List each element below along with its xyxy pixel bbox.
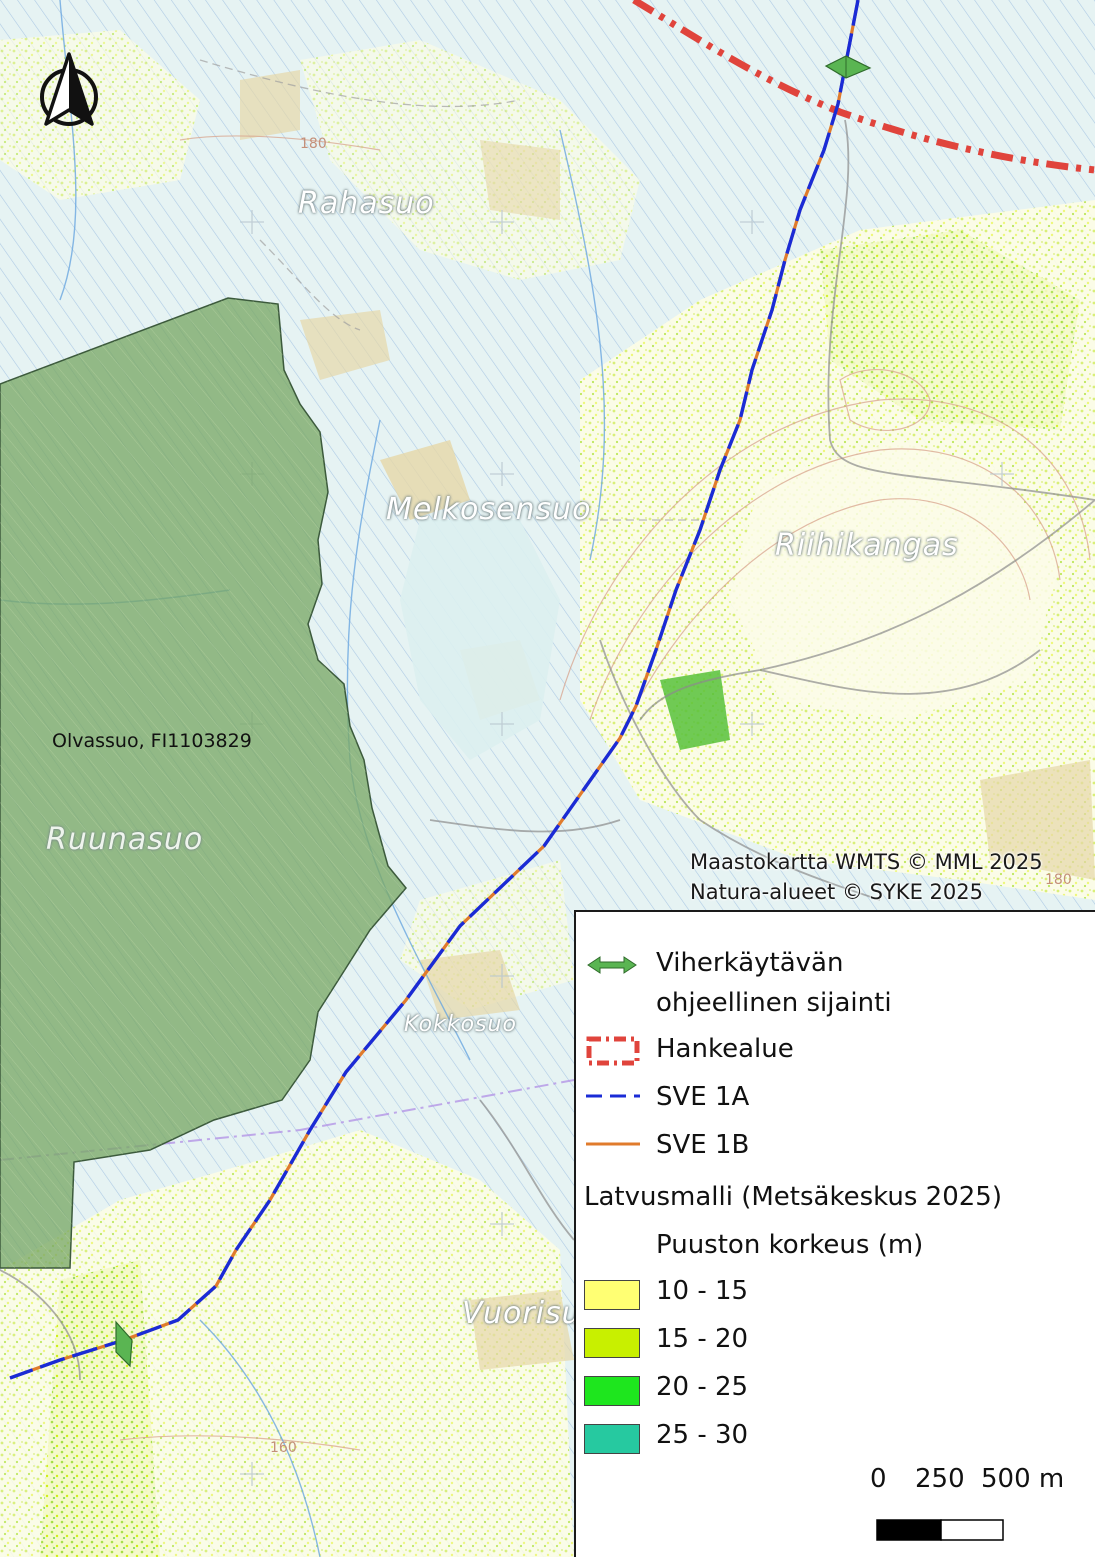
sve-1a-symbol (586, 1094, 640, 1098)
sve-1b-symbol (586, 1142, 640, 1146)
place-melkosensuo: Melkosensuo (386, 492, 592, 527)
map-legend: Viherkäytävän ohjeellinen sijainti Hanke… (574, 910, 1095, 1557)
attribution-line-2: Natura-alueet © SYKE 2025 (690, 880, 983, 904)
scale-label-zero: 0 (870, 1464, 887, 1494)
legend-swatch-10-15 (584, 1280, 640, 1310)
legend-class-label: 20 - 25 (656, 1372, 749, 1402)
legend-corridor-label-1: Viherkäytävän (656, 948, 844, 978)
sve-1a-line (9, 0, 860, 1380)
legend-project-area-label: Hankealue (656, 1034, 794, 1064)
scale-label-end: 500 m (981, 1464, 1065, 1494)
scale-bar (876, 1519, 1004, 1541)
legend-sve1a-label: SVE 1A (656, 1082, 750, 1112)
legend-class-label: 15 - 20 (656, 1324, 749, 1354)
legend-class-label: 25 - 30 (656, 1420, 749, 1450)
corridor-marker-south (115, 1320, 133, 1368)
legend-canopy-title: Latvusmalli (Metsäkeskus 2025) (584, 1182, 1002, 1212)
project-area-boundary (632, 0, 1095, 174)
place-ruunasuo: Ruunasuo (46, 822, 204, 857)
legend-corridor-label-2: ohjeellinen sijainti (656, 988, 892, 1018)
double-arrow-icon (587, 956, 637, 974)
place-kokkosuo: Kokkosuo (404, 1012, 517, 1037)
north-arrow-icon (40, 52, 98, 126)
legend-swatch-15-20 (584, 1328, 640, 1358)
attribution-line-1: Maastokartta WMTS © MML 2025 (690, 850, 1043, 874)
legend-class-label: 10 - 15 (656, 1276, 749, 1306)
place-riihikangas: Riihikangas (775, 528, 959, 563)
contour-label: 160 (270, 1440, 297, 1456)
corridor-marker-north (824, 55, 872, 79)
project-area-symbol (586, 1036, 640, 1066)
legend-sve1b-label: SVE 1B (656, 1130, 750, 1160)
scale-label-mid: 250 (915, 1464, 965, 1494)
legend-canopy-subtitle: Puuston korkeus (m) (656, 1230, 924, 1260)
contour-label: 180 (300, 136, 327, 152)
legend-swatch-25-30 (584, 1424, 640, 1454)
place-rahasuo: Rahasuo (298, 186, 435, 221)
natura-area-label: Olvassuo, FI1103829 (52, 730, 252, 752)
legend-swatch-20-25 (584, 1376, 640, 1406)
contour-label: 180 (1045, 872, 1072, 888)
